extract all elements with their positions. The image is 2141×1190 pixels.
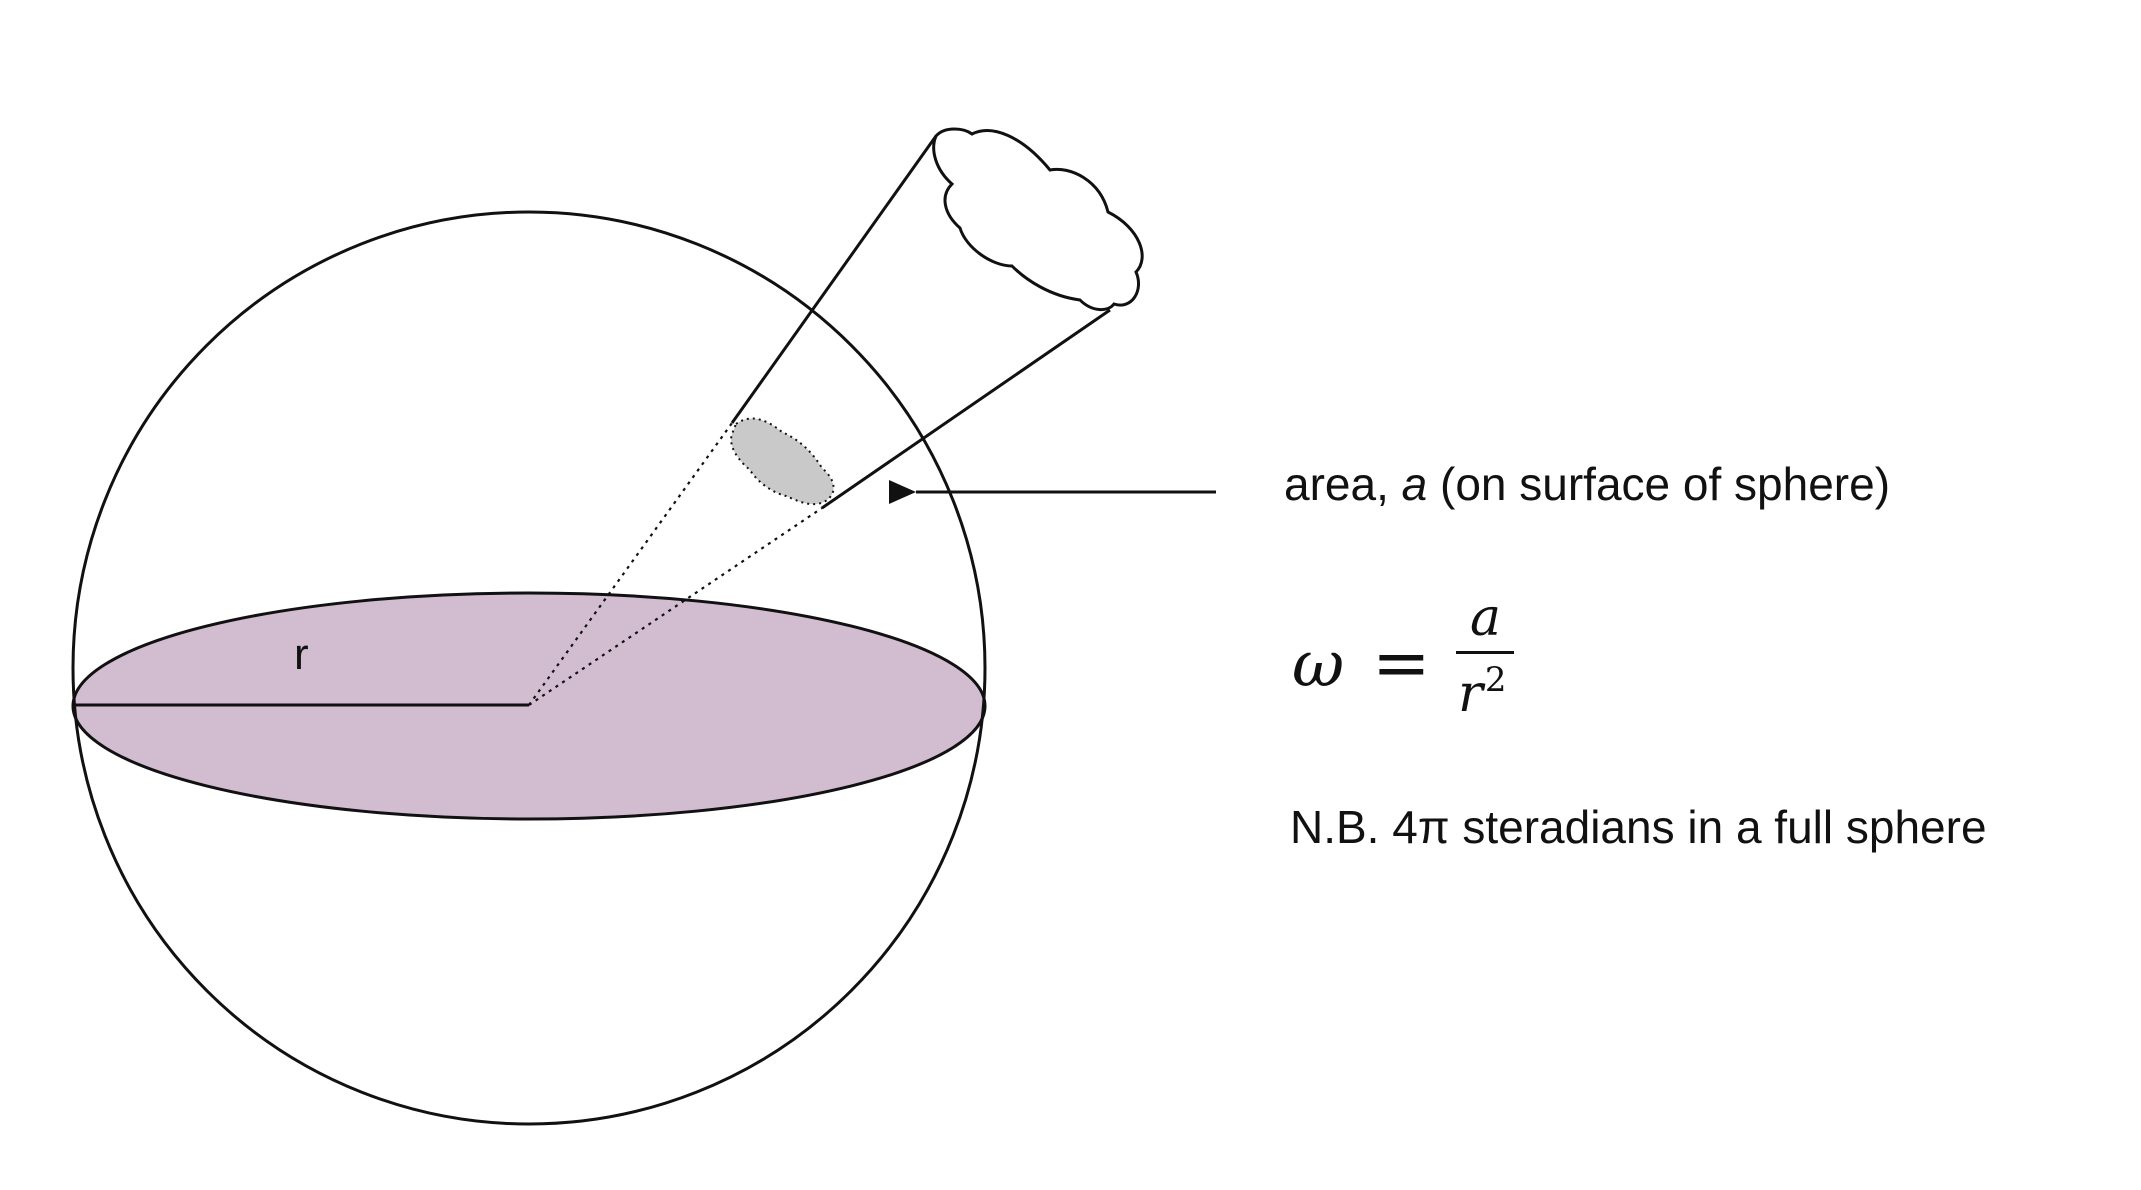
formula-omega: ω xyxy=(1292,628,1345,702)
formula-denominator-exponent: 2 xyxy=(1484,660,1507,700)
cone-line-upper xyxy=(730,135,938,424)
cone-line-lower xyxy=(821,308,1111,510)
formula-numerator: a xyxy=(1470,588,1502,648)
area-label: area, a (on surface of sphere) xyxy=(1284,457,1890,511)
steradian-note: N.B. 4π steradians in a full sphere xyxy=(1290,801,1987,853)
cloud-icon xyxy=(932,127,1144,311)
area-label-prefix: area, xyxy=(1284,458,1402,510)
area-label-suffix: (on surface of sphere) xyxy=(1427,458,1891,510)
cone-dotted-line-lower xyxy=(528,507,823,706)
area-label-symbol: a xyxy=(1401,458,1428,510)
surface-area-patch xyxy=(730,417,835,506)
formula-denominator-base: r xyxy=(1458,664,1483,724)
formula-equals: = xyxy=(1372,622,1431,704)
cone-dotted-line-upper xyxy=(528,422,733,706)
formula-denominator: r2 xyxy=(1458,660,1507,724)
sphere-outline xyxy=(71,210,987,1126)
radius-label: r xyxy=(294,630,309,679)
formula-fraction-bar xyxy=(1456,651,1514,654)
